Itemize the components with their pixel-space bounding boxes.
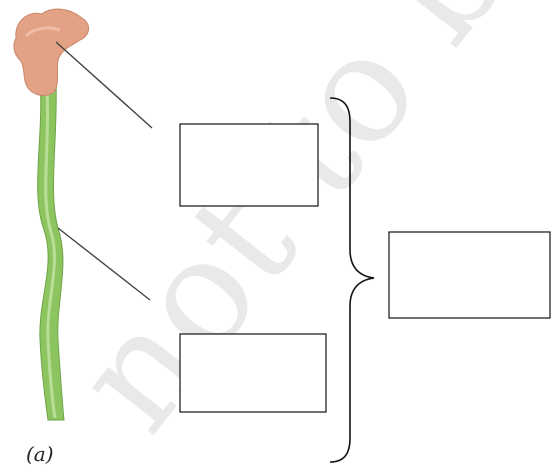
top-leader-line: [55, 41, 153, 129]
figure-label: (a): [26, 442, 54, 466]
bottom-label-box[interactable]: [179, 333, 327, 413]
top-label-box[interactable]: [179, 123, 319, 207]
style-illustration: [37, 79, 65, 421]
grouping-brace: [329, 97, 375, 463]
combined-label-box[interactable]: [388, 231, 551, 319]
bottom-leader-line: [57, 227, 151, 301]
stigma-illustration: [13, 8, 89, 96]
